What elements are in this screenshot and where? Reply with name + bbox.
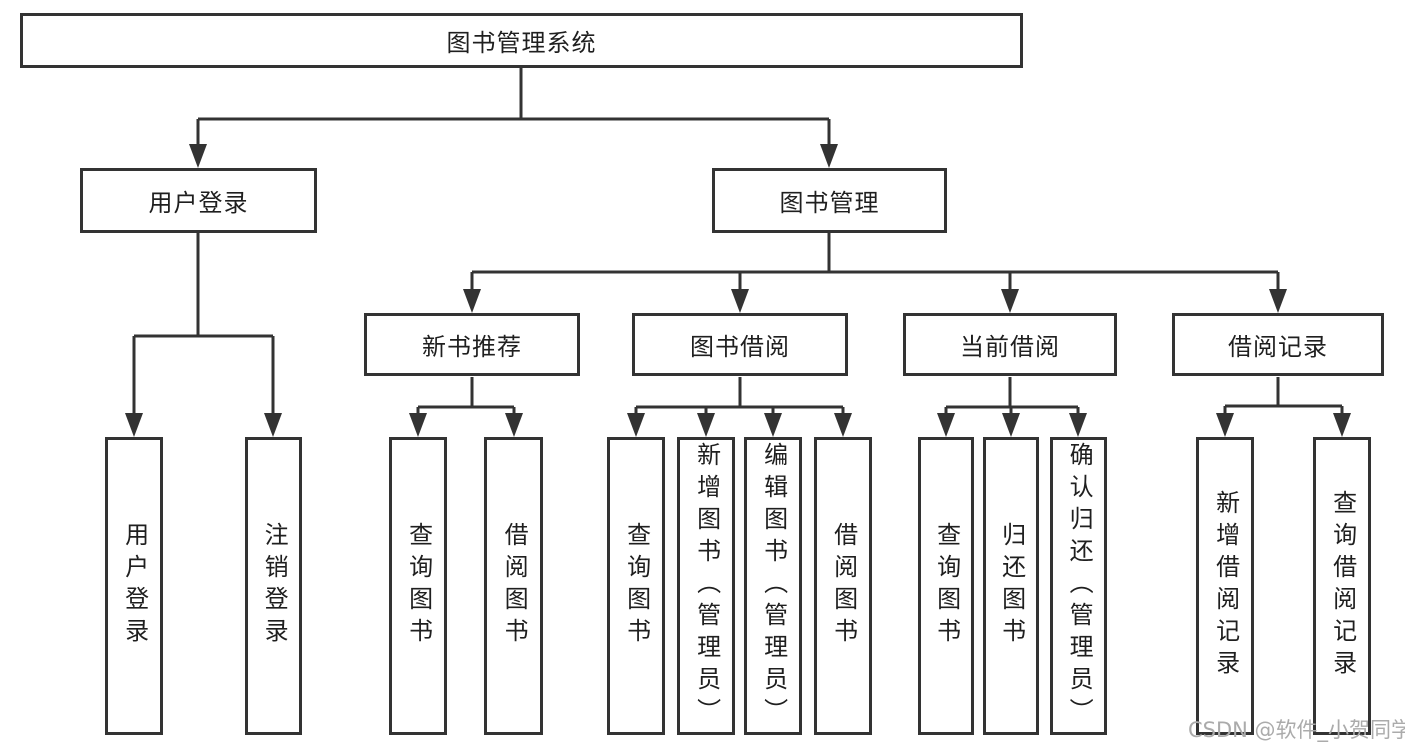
leaf-query-books-recommend: 查询图书 bbox=[389, 437, 447, 735]
leaf-add-borrow-record: 新增借阅记录 bbox=[1196, 437, 1254, 735]
leaf-borrow-books-recommend: 借阅图书 bbox=[484, 437, 543, 735]
node-label: 借阅记录 bbox=[1228, 333, 1328, 361]
leaf-user-login: 用户登录 bbox=[105, 437, 163, 735]
node-label: 当前借阅 bbox=[960, 333, 1060, 361]
node-current-borrowing: 当前借阅 bbox=[903, 313, 1117, 376]
node-label: 借阅图书 bbox=[500, 522, 529, 650]
node-book-management-system: 图书管理系统 bbox=[20, 13, 1023, 68]
node-label: 查询图书 bbox=[932, 522, 961, 650]
node-user-login-group: 用户登录 bbox=[80, 168, 317, 233]
node-label: 图书管理 bbox=[779, 189, 880, 217]
node-label: 借阅图书 bbox=[829, 522, 858, 650]
node-label: 查询图书 bbox=[404, 522, 433, 650]
node-borrowing-records: 借阅记录 bbox=[1172, 313, 1384, 376]
leaf-query-borrow-record: 查询借阅记录 bbox=[1313, 437, 1371, 735]
node-label: 归还图书 bbox=[997, 522, 1026, 650]
leaf-add-books-admin: 新增图书（管理员） bbox=[677, 437, 735, 735]
node-label: 确认归还（管理员） bbox=[1065, 442, 1094, 730]
node-label: 用户登录 bbox=[120, 522, 149, 650]
leaf-edit-books-admin: 编辑图书（管理员） bbox=[744, 437, 802, 735]
leaf-borrow-books-borrowing: 借阅图书 bbox=[814, 437, 872, 735]
node-book-borrowing: 图书借阅 bbox=[632, 313, 848, 376]
node-label: 查询借阅记录 bbox=[1328, 490, 1357, 682]
node-new-book-recommend: 新书推荐 bbox=[364, 313, 580, 376]
node-label: 新书推荐 bbox=[422, 333, 522, 361]
node-label: 新增图书（管理员） bbox=[692, 442, 721, 730]
node-label: 图书借阅 bbox=[690, 333, 790, 361]
node-label: 用户登录 bbox=[148, 189, 249, 217]
node-label: 图书管理系统 bbox=[446, 29, 597, 57]
leaf-return-books: 归还图书 bbox=[983, 437, 1039, 735]
node-label: 新增借阅记录 bbox=[1211, 490, 1240, 682]
leaf-query-books-borrowing: 查询图书 bbox=[607, 437, 665, 735]
leaf-logout: 注销登录 bbox=[245, 437, 302, 735]
node-label: 编辑图书（管理员） bbox=[759, 442, 788, 730]
node-book-management-group: 图书管理 bbox=[712, 168, 947, 233]
node-label: 注销登录 bbox=[260, 522, 289, 650]
arrowheads bbox=[125, 144, 1351, 437]
node-label: 查询图书 bbox=[622, 522, 651, 650]
leaf-query-books-current: 查询图书 bbox=[918, 437, 974, 735]
watermark: CSDN @软件_小贺同学 bbox=[1188, 718, 1405, 742]
leaf-confirm-return-admin: 确认归还（管理员） bbox=[1050, 437, 1107, 735]
